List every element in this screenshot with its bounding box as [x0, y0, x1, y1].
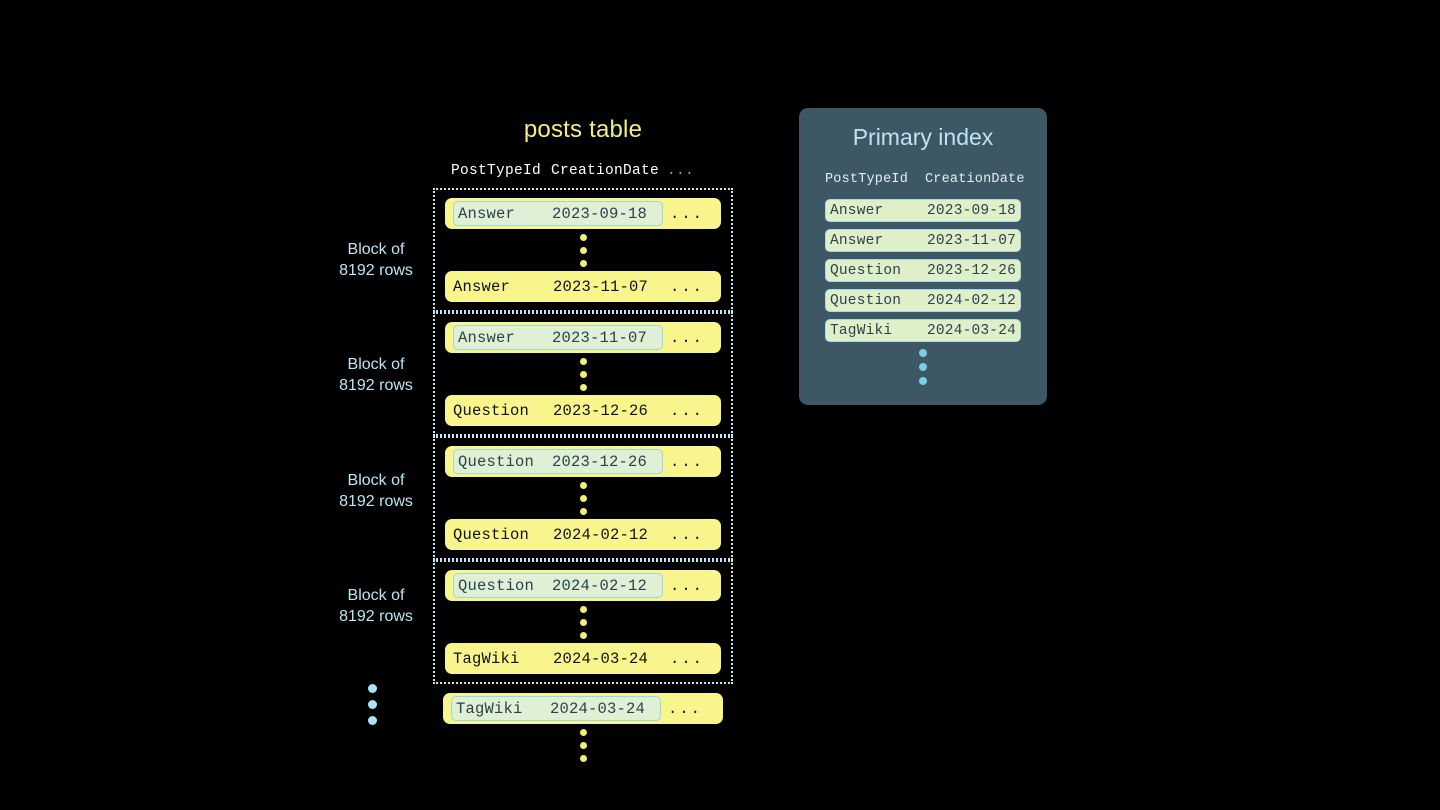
block-label-1: Block of 8192 rows — [301, 239, 451, 281]
primary-key-highlight: Answer 2023-09-18 — [453, 201, 663, 226]
cell-posttypeid: Answer — [458, 204, 516, 223]
block-row-group-2: Answer 2023-11-07 ... Question 2023-12-2… — [433, 312, 733, 436]
cell-creationdate: 2023-11-07 — [552, 328, 648, 347]
index-cell-posttypeid: Question — [830, 262, 902, 279]
index-cell-creationdate: 2023-11-07 — [926, 232, 1016, 249]
cell-creationdate: 2024-03-24 — [553, 649, 649, 668]
table-row: Question 2024-02-12 ... — [445, 519, 721, 550]
primary-key-highlight: TagWiki 2024-03-24 — [451, 696, 661, 721]
cell-creationdate: 2024-02-12 — [553, 525, 649, 544]
index-column-header-posttypeid: PostTypeId — [825, 172, 909, 187]
posts-table-blocks: Answer 2023-09-18 ... Answer 2023-11-07 … — [433, 188, 733, 766]
row-ellipsis-dots — [445, 477, 721, 519]
blocks-continuation-dots — [368, 684, 377, 725]
cell-posttypeid: Question — [453, 401, 530, 420]
cell-creationdate: 2023-11-07 — [553, 277, 649, 296]
primary-key-highlight: Question 2023-12-26 — [453, 449, 663, 474]
block-label-2-line2: 8192 rows — [339, 377, 413, 394]
block-label-1-line2: 8192 rows — [339, 262, 413, 279]
block-label-1-line1: Block of — [347, 241, 405, 258]
index-cell-posttypeid: Answer — [830, 202, 884, 219]
posts-table-group: posts table PostTypeId CreationDate ... … — [433, 118, 733, 766]
table-row: Answer 2023-11-07 ... — [445, 322, 721, 353]
column-header-more: ... — [667, 163, 695, 179]
cell-creationdate: 2023-09-18 — [552, 204, 648, 223]
posts-table-column-headers: PostTypeId CreationDate ... — [433, 163, 733, 181]
index-column-header-creationdate: CreationDate — [925, 172, 1025, 187]
row-ellipsis-dots — [445, 601, 721, 643]
cell-posttypeid: Question — [458, 452, 535, 471]
table-row: Question 2023-12-26 ... — [445, 395, 721, 426]
index-cell-posttypeid: TagWiki — [830, 322, 893, 339]
primary-index-rows: Answer 2023-09-18 Answer 2023-11-07 Ques… — [799, 199, 1047, 385]
cell-posttypeid: Question — [458, 576, 535, 595]
cell-posttypeid: TagWiki — [453, 649, 520, 668]
block-row-group-4: Question 2024-02-12 ... TagWiki 2024-03-… — [433, 560, 733, 684]
cell-more: ... — [670, 401, 704, 420]
index-cell-creationdate: 2024-02-12 — [926, 292, 1016, 309]
table-trailing-ellipsis-dots — [443, 724, 723, 766]
block-row-group-1: Answer 2023-09-18 ... Answer 2023-11-07 … — [433, 188, 733, 312]
index-row: Answer 2023-09-18 — [825, 199, 1021, 222]
index-cell-creationdate: 2023-12-26 — [926, 262, 1016, 279]
table-row: Question 2024-02-12 ... — [445, 570, 721, 601]
table-row: Question 2023-12-26 ... — [445, 446, 721, 477]
cell-more: ... — [670, 525, 704, 544]
block-row-group-3: Question 2023-12-26 ... Question 2024-02… — [433, 436, 733, 560]
block-label-4: Block of 8192 rows — [301, 585, 451, 627]
primary-key-highlight: Answer 2023-11-07 — [453, 325, 663, 350]
cell-posttypeid: Question — [453, 525, 530, 544]
cell-more: ... — [670, 277, 704, 296]
block-label-3-line2: 8192 rows — [339, 493, 413, 510]
row-ellipsis-dots — [445, 353, 721, 395]
cell-more: ... — [670, 328, 704, 347]
primary-index-panel: Primary index PostTypeId CreationDate An… — [799, 108, 1047, 405]
block-label-3: Block of 8192 rows — [301, 470, 451, 512]
index-cell-posttypeid: Answer — [830, 232, 884, 249]
column-header-posttypeid: PostTypeId — [451, 163, 542, 179]
cell-creationdate: 2023-12-26 — [552, 452, 648, 471]
index-cell-posttypeid: Question — [830, 292, 902, 309]
block-label-4-line1: Block of — [347, 587, 405, 604]
block-label-2-line1: Block of — [347, 356, 405, 373]
row-ellipsis-dots — [445, 229, 721, 271]
table-row: Answer 2023-09-18 ... — [445, 198, 721, 229]
block-label-3-line1: Block of — [347, 472, 405, 489]
primary-key-highlight: Question 2024-02-12 — [453, 573, 663, 598]
cell-more: ... — [670, 576, 704, 595]
cell-posttypeid: Answer — [458, 328, 516, 347]
index-row: Question 2023-12-26 — [825, 259, 1021, 282]
index-row: Question 2024-02-12 — [825, 289, 1021, 312]
table-row: Answer 2023-11-07 ... — [445, 271, 721, 302]
block-label-2: Block of 8192 rows — [301, 354, 451, 396]
cell-creationdate: 2024-02-12 — [552, 576, 648, 595]
index-cell-creationdate: 2023-09-18 — [926, 202, 1016, 219]
cell-more: ... — [670, 204, 704, 223]
index-cell-creationdate: 2024-03-24 — [926, 322, 1016, 339]
primary-index-column-headers: PostTypeId CreationDate — [799, 172, 1047, 187]
column-header-creationdate: CreationDate — [551, 163, 660, 179]
cell-creationdate: 2024-03-24 — [550, 699, 646, 718]
block-label-4-line2: 8192 rows — [339, 608, 413, 625]
cell-more: ... — [670, 452, 704, 471]
primary-index-title: Primary index — [852, 124, 994, 150]
cell-more: ... — [668, 699, 702, 718]
cell-posttypeid: Answer — [453, 277, 511, 296]
cell-posttypeid: TagWiki — [456, 699, 523, 718]
posts-table-title: posts table — [523, 116, 643, 143]
index-row: Answer 2023-11-07 — [825, 229, 1021, 252]
table-row: TagWiki 2024-03-24 ... — [443, 693, 723, 724]
index-row: TagWiki 2024-03-24 — [825, 319, 1021, 342]
cell-more: ... — [670, 649, 704, 668]
table-row: TagWiki 2024-03-24 ... — [445, 643, 721, 674]
index-continuation-dots — [825, 349, 1021, 385]
cell-creationdate: 2023-12-26 — [553, 401, 649, 420]
